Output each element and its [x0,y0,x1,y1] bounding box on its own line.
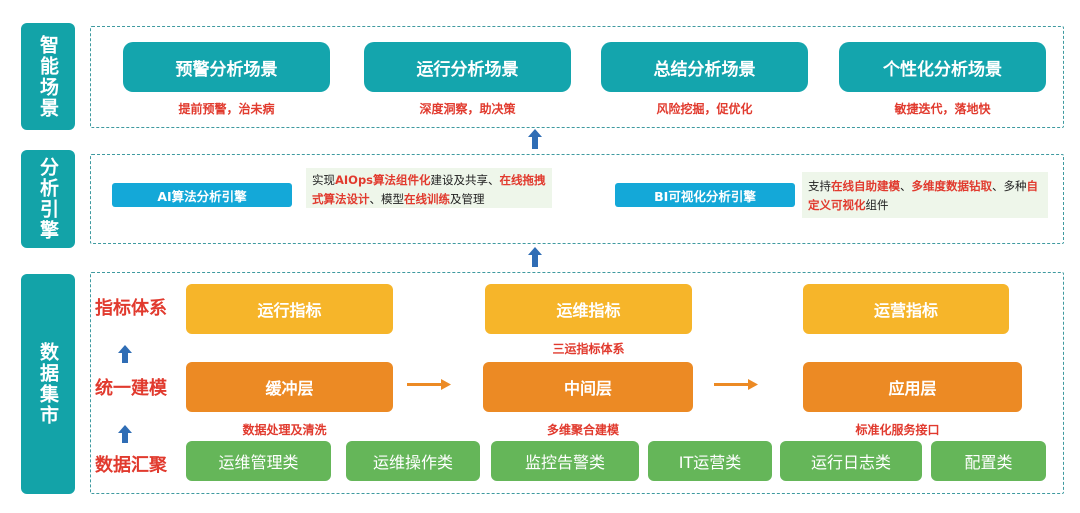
tier-label-aggregation: 数据汇聚 [95,455,167,476]
layer-application-note: 标准化服务接口 [855,423,940,437]
up-arrow-icon [528,247,542,267]
scene-custom-note: 敏捷迭代，落地快 [894,102,991,116]
source-it-operation[interactable]: IT运营类 [648,441,772,481]
right-arrow-icon [714,379,758,390]
scene-operation-note: 深度洞察，助决策 [419,102,516,116]
up-arrow-icon [118,425,132,443]
smart-scenes-panel [90,26,1064,128]
section-label-smart-scenes: 智能场景 [21,23,75,130]
scene-operation-button[interactable]: 运行分析场景 [364,42,571,92]
scene-summary-button[interactable]: 总结分析场景 [601,42,808,92]
layer-buffer-note: 数据处理及清洗 [242,423,327,437]
scene-warning-button[interactable]: 预警分析场景 [123,42,330,92]
scene-custom-button[interactable]: 个性化分析场景 [839,42,1046,92]
right-arrow-icon [407,379,451,390]
scene-warning-note: 提前预警，治未病 [178,102,275,116]
source-ops-operation[interactable]: 运维操作类 [346,441,480,481]
ai-engine-description: 实现AIOps算法组件化建设及共享、在线拖拽式算法设计、模型在线训练及管理 [306,168,552,208]
section-label-data-mart: 数据集市 [21,274,75,494]
up-arrow-icon [528,129,542,149]
source-monitor-alert[interactable]: 监控告警类 [491,441,639,481]
bi-engine-button[interactable]: BI可视化分析引擎 [615,183,795,207]
metric-business-button[interactable]: 运营指标 [803,284,1009,334]
metric-run-button[interactable]: 运行指标 [186,284,393,334]
up-arrow-icon [118,345,132,363]
section-label-analysis-engine: 分析引擎 [21,150,75,248]
metrics-system-note: 三运指标体系 [552,342,625,356]
data-mart-panel [90,272,1064,494]
ai-engine-button[interactable]: AI算法分析引擎 [112,183,292,207]
source-ops-management[interactable]: 运维管理类 [186,441,331,481]
scene-summary-note: 风险挖掘，促优化 [656,102,753,116]
metric-ops-button[interactable]: 运维指标 [485,284,692,334]
layer-application-button[interactable]: 应用层 [803,362,1022,412]
source-config[interactable]: 配置类 [931,441,1046,481]
tier-label-modeling: 统一建模 [95,378,167,399]
layer-buffer-button[interactable]: 缓冲层 [186,362,393,412]
analysis-engine-panel [90,154,1064,244]
tier-label-metrics: 指标体系 [95,298,167,319]
source-run-log[interactable]: 运行日志类 [780,441,922,481]
layer-middle-note: 多维聚合建模 [546,423,619,437]
layer-middle-button[interactable]: 中间层 [483,362,693,412]
bi-engine-description: 支持在线自助建模、多维度数据钻取、多种自定义可视化组件 [802,172,1048,218]
